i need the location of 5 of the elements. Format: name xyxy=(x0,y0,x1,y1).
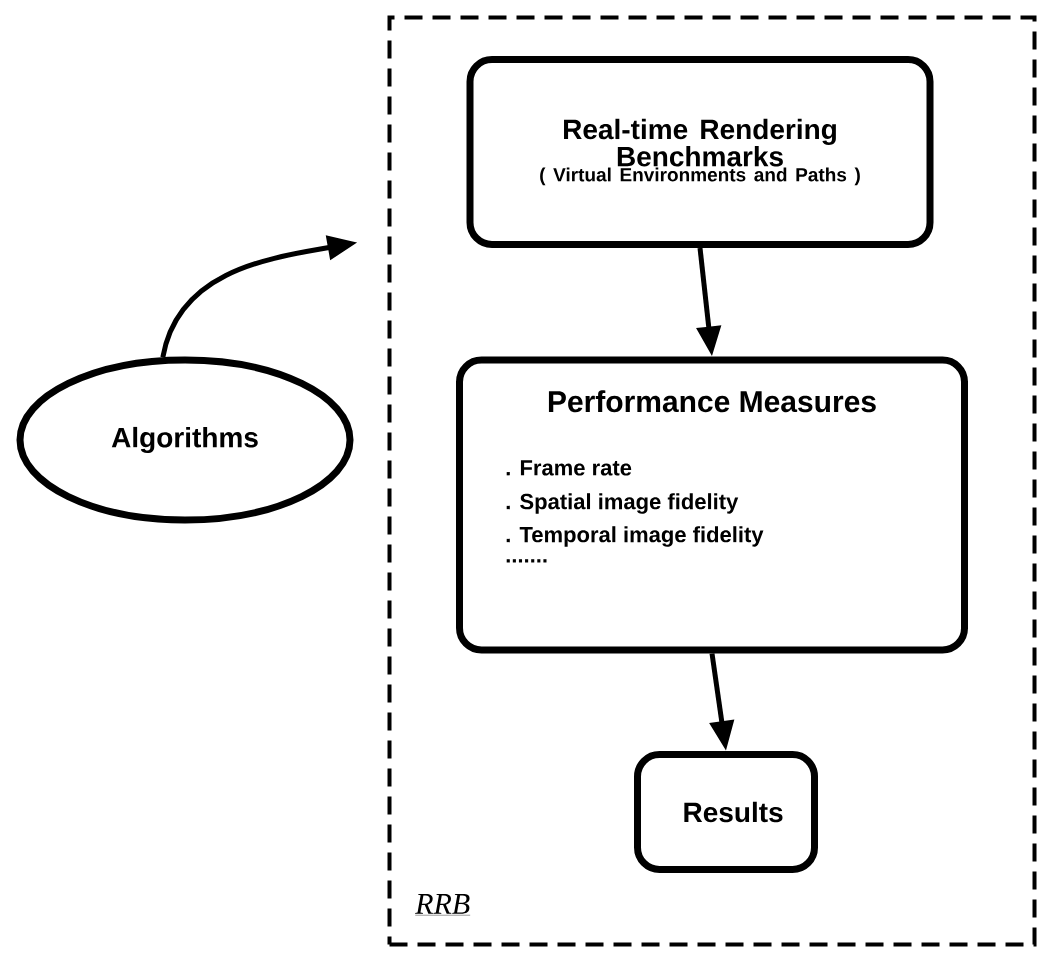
ellipse-node: Algorithms xyxy=(16,356,354,524)
process-box: Performance Measures . Frame rate . Spatial image fidelity . Temporal image fidelity ....... xyxy=(456,356,968,654)
process-box: Real-time Rendering Benchmarks ( Virtual Environments and Paths ) xyxy=(466,56,934,248)
frame-label: RRB xyxy=(415,894,471,916)
process-box: Results xyxy=(634,751,818,873)
